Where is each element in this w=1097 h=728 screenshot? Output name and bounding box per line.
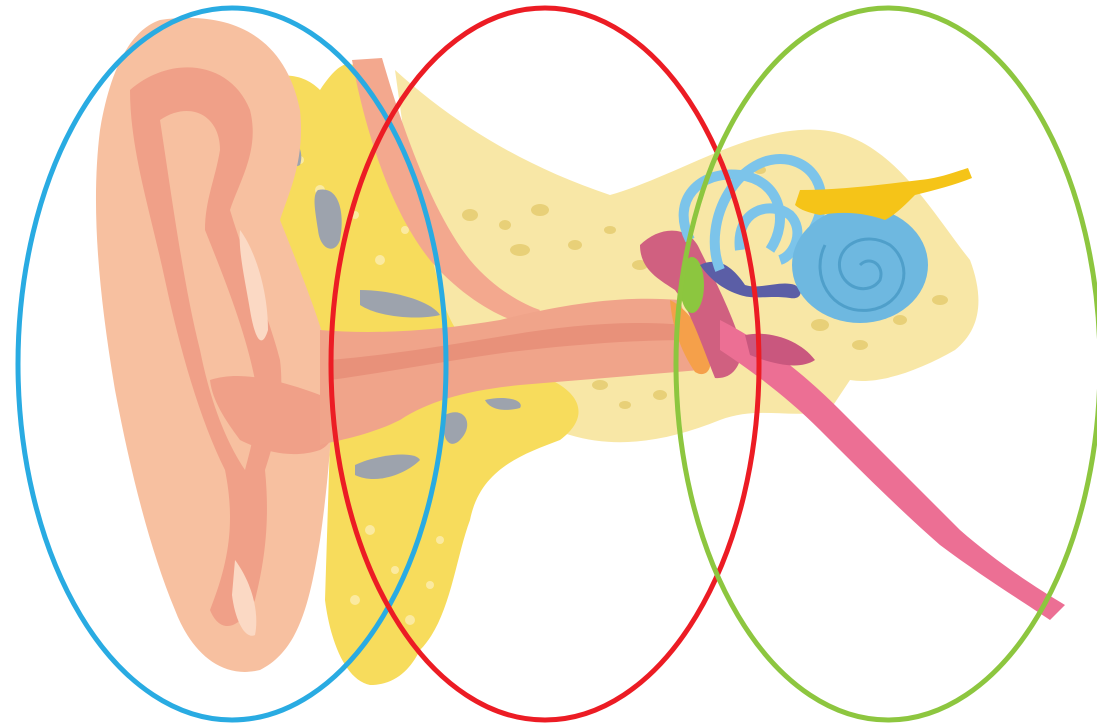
ear-illustration bbox=[0, 0, 1097, 728]
ear-anatomy-diagram bbox=[0, 0, 1097, 728]
